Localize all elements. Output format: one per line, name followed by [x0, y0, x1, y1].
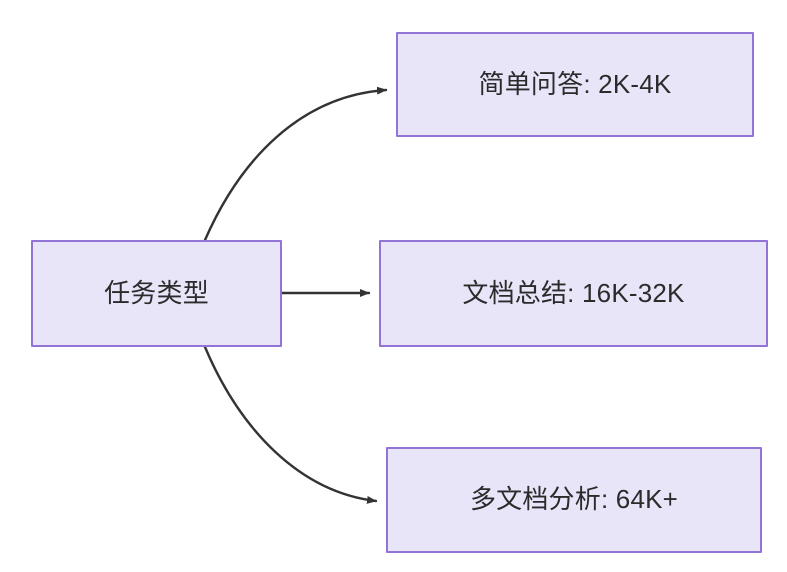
node-simple-qa[interactable]: 简单问答: 2K-4K	[396, 32, 754, 137]
node-doc-summary[interactable]: 文档总结: 16K-32K	[379, 240, 768, 347]
edge-source-to-multi-doc	[203, 345, 378, 504]
node-doc-summary-label: 文档总结: 16K-32K	[462, 277, 685, 308]
node-task-type-label: 任务类型	[104, 277, 209, 308]
node-task-type[interactable]: 任务类型	[31, 240, 282, 347]
node-multi-doc-analysis[interactable]: 多文档分析: 64K+	[386, 447, 762, 553]
edge-source-to-simple-qa	[203, 86, 388, 242]
node-multi-doc-analysis-label: 多文档分析: 64K+	[469, 484, 679, 515]
node-simple-qa-label: 简单问答: 2K-4K	[478, 68, 672, 99]
